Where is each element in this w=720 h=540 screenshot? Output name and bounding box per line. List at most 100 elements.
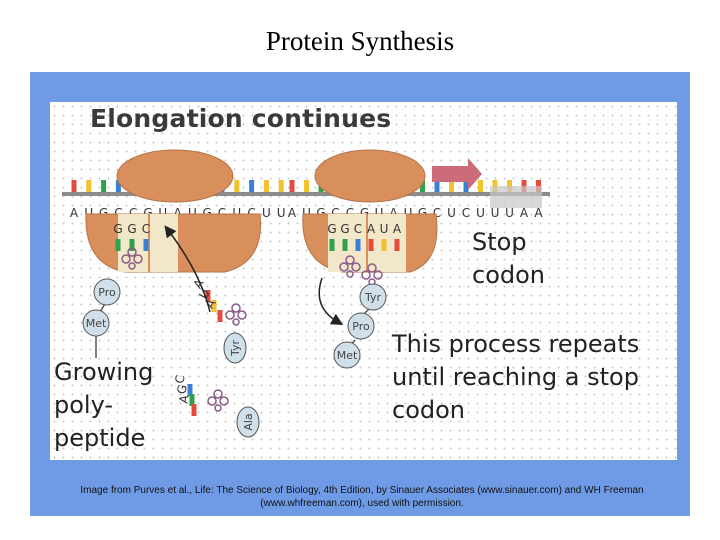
mrna-right-tick-1: [304, 180, 309, 192]
mrna-left-tick-3: [115, 180, 121, 192]
anticodon-right-tick-3: [368, 239, 374, 251]
trna-cloverleaf-right-b: [361, 263, 383, 286]
anticodon-right-letter-1: G: [340, 222, 349, 236]
stop-codon-highlight: [490, 186, 542, 208]
mrna-left-letter-6: U: [158, 206, 167, 220]
mrna-left-letter-2: G: [99, 206, 108, 220]
mrna-right-letter-6: U: [375, 206, 384, 220]
mrna-right-letter-10: C: [433, 206, 441, 220]
ribosome-site-right-b: [368, 214, 406, 272]
trna-cloverleaf-left: [121, 247, 143, 270]
trna-cloverleaf-right-a: [339, 255, 361, 278]
mrna-right-letter-8: U: [404, 206, 413, 220]
mrna-right-letter-7: A: [389, 206, 398, 220]
mrna-right-letter-9: G: [418, 206, 427, 220]
mrna-left-tick-1: [86, 180, 92, 192]
mrna-right-tick-13: [478, 180, 483, 192]
anticodon-left-letter-1: G: [127, 222, 136, 236]
mrna-right-tick-12: [463, 180, 469, 192]
mrna-left-letter-5: G: [143, 206, 152, 220]
amino-acid-pro-left: Pro: [93, 278, 121, 306]
mrna-left-letter-13: U: [262, 206, 271, 220]
mrna-left-letter-4: C: [129, 206, 137, 220]
second-anticodon-letter-0: C: [172, 374, 187, 385]
mrna-left-letter-3: C: [114, 206, 122, 220]
mrna-left-letter-11: U: [232, 206, 241, 220]
second-anticodon-tick-0: [187, 384, 193, 396]
anticodon-right-tick-5: [394, 239, 400, 251]
mrna-left-tick-12: [249, 180, 255, 192]
mrna-right-letter-2: G: [316, 206, 325, 220]
mrna-right-letter-12: C: [462, 206, 470, 220]
mrna-left-letter-1: U: [84, 206, 93, 220]
mrna-left-letter-9: G: [203, 206, 212, 220]
mrna-left-tick-11: [234, 180, 240, 192]
mrna-right-tick-10: [434, 180, 440, 192]
stop-codon-label: Stop codon: [472, 228, 546, 289]
anticodon-left-letter-0: G: [113, 222, 122, 236]
anticodon-right-tick-4: [381, 239, 387, 251]
mrna-right-letter-4: C: [346, 206, 354, 220]
svg-text:Ala: Ala: [242, 413, 255, 430]
anticodon-right-letter-3: A: [367, 222, 376, 236]
amino-acid-met-right: Met: [333, 341, 361, 369]
slide-title: Protein Synthesis: [265, 26, 455, 56]
mrna-left-letter-0: A: [70, 206, 79, 220]
amino-acid-tyr-incoming: Tyr: [223, 332, 247, 364]
mrna-right-letter-16: A: [520, 206, 529, 220]
mrna-left-letter-14: U: [277, 206, 286, 220]
svg-text:Pro: Pro: [98, 286, 116, 299]
incoming-anticodon-letter-2: A: [202, 296, 219, 311]
direction-arrow: [432, 158, 482, 190]
anticodon-left-tick-0: [115, 239, 121, 251]
anticodon-left-letter-2: C: [142, 222, 150, 236]
second-anticodon-letter-1: G: [174, 384, 189, 396]
process-repeats-label: This process repeats until reaching a st…: [392, 330, 640, 424]
mrna-right-letter-14: U: [491, 206, 500, 220]
ribosome-large-subunit-left: [116, 149, 234, 203]
ribosome-large-subunit-right: [314, 149, 426, 203]
incoming-anticodon-tick-2: [217, 310, 223, 322]
amino-acid-ala: Ala: [236, 406, 260, 438]
mrna-left-tick-0: [71, 180, 77, 192]
mrna-left-letter-7: A: [173, 206, 182, 220]
amino-acid-pro-right: Pro: [347, 312, 375, 340]
mrna-right-letter-11: U: [447, 206, 456, 220]
mrna-left-tick-2: [101, 180, 107, 192]
mrna-left-letter-10: C: [218, 206, 226, 220]
figure-heading: Elongation continues: [90, 104, 392, 133]
incoming-anticodon-tick-0: [205, 290, 211, 302]
anticodon-right-letter-2: C: [354, 222, 362, 236]
mrna-right-tick-0: [289, 180, 295, 192]
second-anticodon-letter-2: A: [176, 393, 191, 404]
anticodon-right-tick-0: [329, 239, 335, 251]
image-credit: Image from Purves et al., Life: The Scie…: [80, 485, 644, 509]
svg-text:Tyr: Tyr: [364, 291, 382, 304]
mrna-left-tick-13: [263, 180, 269, 192]
second-anticodon-tick-2: [191, 404, 197, 416]
mrna-left-letter-12: C: [247, 206, 255, 220]
trna-cloverleaf-second: [207, 389, 229, 412]
exit-arrow: [318, 277, 344, 326]
mrna-right-letter-0: A: [288, 206, 297, 220]
incoming-anticodon-tick-1: [211, 300, 217, 312]
entry-arrow: [164, 225, 211, 313]
mrna-right-tick-9: [420, 180, 425, 192]
mrna-right-letter-15: U: [505, 206, 514, 220]
ribosome-site-left-b: [150, 214, 178, 272]
amino-acid-met-left: Met: [82, 309, 110, 337]
mrna-left-letter-8: U: [188, 206, 197, 220]
mrna-right-letter-1: U: [302, 206, 311, 220]
mrna-right-letter-5: G: [360, 206, 369, 220]
anticodon-right-tick-2: [355, 239, 361, 251]
second-anticodon-tick-1: [189, 394, 195, 406]
mrna-right-tick-11: [449, 180, 454, 192]
svg-text:Met: Met: [337, 349, 358, 362]
mrna-right-letter-3: C: [331, 206, 339, 220]
mrna-left-tick-14: [278, 180, 284, 192]
anticodon-left-tick-1: [129, 239, 135, 251]
